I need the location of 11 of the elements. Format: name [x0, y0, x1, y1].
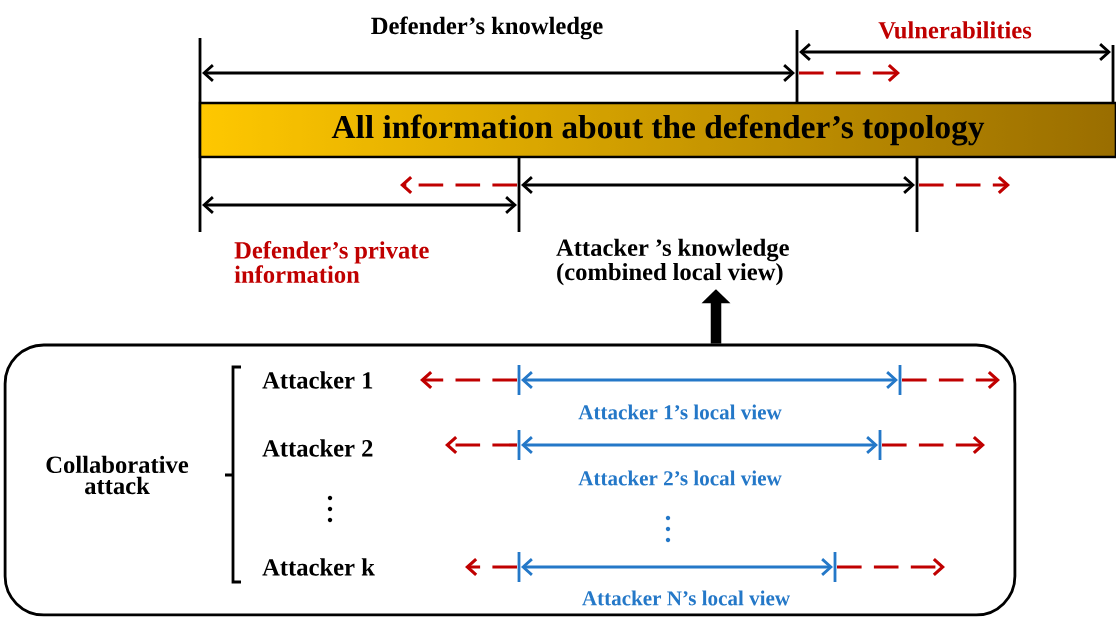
note-text: Defender’s private information — [234, 241, 429, 283]
attacker-text: Attacker 2 — [262, 439, 373, 457]
topology-bar: All information about the defender’s topology — [198, 101, 1116, 159]
view-text: Attacker 1’s local view — [578, 404, 782, 420]
view-text: Attacker 2’s local view — [578, 470, 782, 486]
knowledge-text: Attacker ’s knowledge (combined local view) — [556, 238, 789, 286]
heading-text: Vulnerabilities — [878, 21, 1032, 39]
attacker-text: Attacker 1 — [262, 371, 373, 389]
attacker-text: Attacker k — [262, 558, 375, 576]
heading-text: Defender’s knowledge — [371, 16, 603, 40]
view-text: Attacker N’s local view — [582, 590, 790, 606]
